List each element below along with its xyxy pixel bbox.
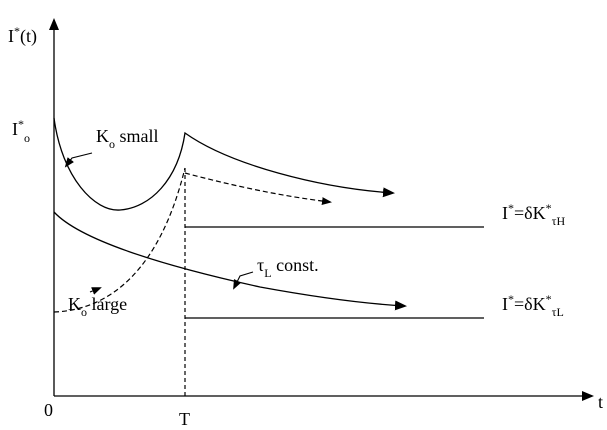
- x-axis-label: t: [598, 392, 603, 412]
- level-high-label: I*=δK*τH: [502, 201, 565, 228]
- tau-const-leader: [233, 271, 254, 290]
- y-axis-label: I*(t): [8, 24, 37, 47]
- ko-large-leader: [89, 287, 102, 295]
- level-low-label: I*=δK*τL: [502, 292, 564, 319]
- ko-large-label: Ko large: [68, 294, 127, 319]
- tau-const-curve: [53, 211, 407, 311]
- ko-large-dashed-curve: [53, 167, 186, 313]
- i0-label: I*o: [12, 117, 30, 145]
- upper-dashed-decay: [184, 172, 332, 206]
- ko-small-leader: [64, 152, 93, 168]
- t-tick-label: T: [179, 409, 190, 429]
- tau-const-label: τL const.: [257, 255, 319, 280]
- ko-small-curve: [53, 117, 395, 211]
- ko-small-label: Ko small: [96, 126, 159, 151]
- origin-label: 0: [44, 400, 53, 420]
